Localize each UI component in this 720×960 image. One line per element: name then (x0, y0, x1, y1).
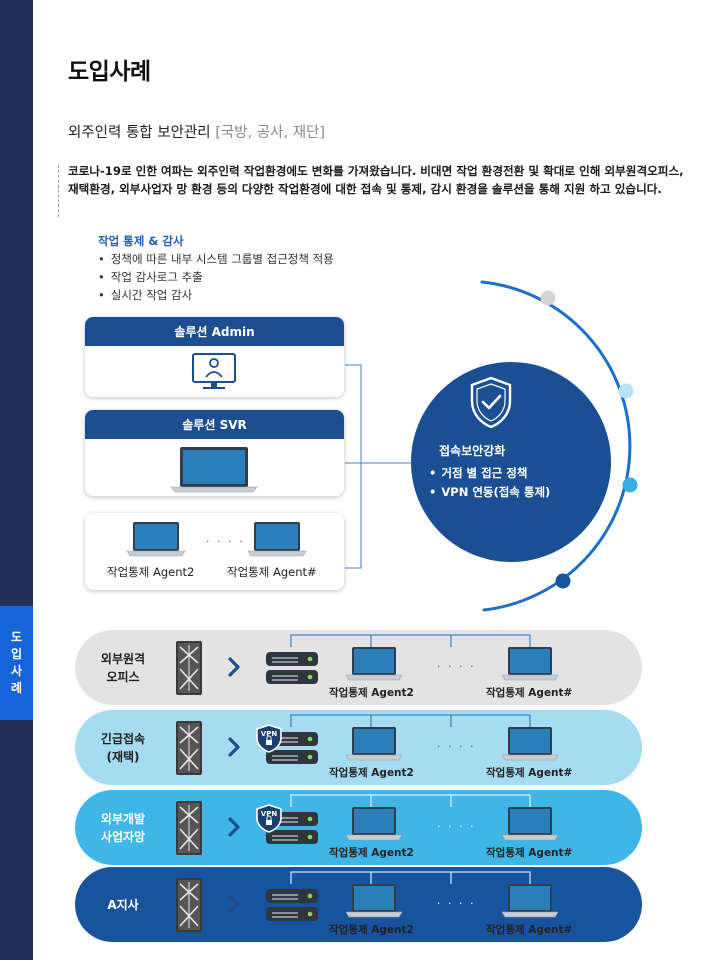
firewall-icon (174, 719, 204, 777)
section-subtitle: 외주인력 통합 보안관리 [국방, 공사, 재단] (68, 121, 325, 142)
firewall-icon (174, 876, 204, 934)
agent-label: 작업통제 Agent# (486, 845, 572, 860)
agent-label: 작업통제 Agent# (486, 685, 572, 700)
ellipsis: · · · · (437, 740, 475, 753)
ellipsis: · · · · (437, 820, 475, 833)
svr-box: 솔루션 SVR (85, 410, 344, 496)
agent-label: 작업통제 Agent2 (107, 564, 194, 580)
vpn-shield-icon: VPN (256, 724, 283, 754)
description-text: 코로나-19로 인한 여파는 외주인력 작업환경에도 변화를 가져왔습니다. 비… (68, 163, 688, 198)
circle-list: 거점 별 접근 정책 VPN 연동(접속 통제) (429, 464, 550, 502)
chevron-right-icon (227, 894, 241, 914)
firewall-icon (174, 639, 204, 697)
laptop-icon (502, 646, 558, 682)
agent-label: 작업통제 Agent2 (329, 922, 414, 937)
laptop-icon (502, 726, 558, 762)
agent-label: 작업통제 Agent2 (329, 765, 414, 780)
connection-lines (290, 711, 534, 731)
circle-title: 접속보안강화 (439, 442, 505, 459)
laptop-icon (125, 520, 189, 562)
side-tab-char: 입 (11, 646, 22, 663)
subtitle-main: 외주인력 통합 보안관리 (68, 125, 211, 141)
circle-item: 거점 별 접근 정책 (429, 464, 550, 483)
ellipsis: · · · · (206, 535, 244, 548)
admin-box-title: 솔루션 Admin (85, 317, 344, 346)
row-label: 외부개발 사업자망 (83, 810, 163, 846)
ellipsis: · · · · (437, 660, 475, 673)
chevron-right-icon (227, 817, 241, 837)
svg-text:VPN: VPN (261, 810, 278, 818)
agent-label: 작업통제 Agent2 (329, 685, 414, 700)
admin-box: 솔루션 Admin (85, 317, 344, 397)
orbit-dot-gray (541, 291, 556, 306)
orbit-dot-mid (623, 478, 638, 493)
page-title: 도입사례 (68, 52, 151, 86)
agent-label: 작업통제 Agent# (486, 765, 572, 780)
connection-lines (290, 631, 534, 651)
circle-item: VPN 연동(접속 통제) (429, 483, 550, 502)
description-rule (58, 165, 60, 217)
svr-box-title: 솔루션 SVR (85, 410, 344, 439)
chevron-right-icon (227, 657, 241, 677)
side-tab-char: 사 (11, 663, 22, 680)
vpn-shield-icon: VPN (256, 804, 283, 834)
control-list: 정책에 따른 내부 시스템 그룹별 접근정책 적용 작업 감사로그 추출 실시간… (98, 250, 334, 304)
laptop-icon (346, 883, 402, 919)
laptop-icon (346, 726, 402, 762)
server-icon (266, 649, 318, 685)
laptop-icon (502, 806, 558, 842)
control-item: 실시간 작업 감사 (98, 286, 334, 304)
control-item: 작업 감사로그 추출 (98, 268, 334, 286)
laptop-icon (85, 439, 344, 496)
site-row: 외부원격 오피스 · · · · 작업통제 Agent2 작업통제 Agent# (75, 630, 642, 705)
agent-box: · · · · 작업통제 Agent2 작업통제 Agent# (85, 513, 344, 590)
laptop-icon (346, 806, 402, 842)
shield-check-icon (468, 376, 514, 430)
laptop-icon (346, 646, 402, 682)
control-item: 정책에 따른 내부 시스템 그룹별 접근정책 적용 (98, 250, 334, 268)
row-label: 긴급접속 (재택) (83, 730, 163, 766)
server-icon (266, 886, 318, 922)
control-title: 작업 통제 & 감사 (98, 233, 184, 249)
side-tab-char: 례 (11, 680, 22, 697)
agent-label: 작업통제 Agent# (227, 564, 317, 580)
left-sidebar (0, 0, 33, 960)
agent-label: 작업통제 Agent# (486, 922, 572, 937)
chevron-right-icon (227, 737, 241, 757)
row-label: 외부원격 오피스 (83, 650, 163, 686)
row-label: A지사 (83, 896, 163, 914)
site-row: A지사 · · · · 작업통제 Agent2 작업통제 Agent# (75, 867, 642, 942)
laptop-icon (246, 520, 310, 562)
agent-label: 작업통제 Agent2 (329, 845, 414, 860)
firewall-icon (174, 799, 204, 857)
ellipsis: · · · · (437, 897, 475, 910)
svg-text:VPN: VPN (261, 730, 278, 738)
security-circle: 접속보안강화 거점 별 접근 정책 VPN 연동(접속 통제) (411, 362, 611, 562)
admin-monitor-icon (85, 346, 344, 397)
side-tab-case-study[interactable]: 도 입 사 례 (0, 606, 33, 720)
connection-lines (290, 868, 534, 888)
orbit-dot-dark (556, 574, 571, 589)
orbit-dot-light (619, 384, 634, 399)
laptop-icon (502, 883, 558, 919)
connection-lines (290, 791, 534, 811)
side-tab-char: 도 (11, 629, 22, 646)
subtitle-bracket: [국방, 공사, 재단] (215, 125, 325, 141)
